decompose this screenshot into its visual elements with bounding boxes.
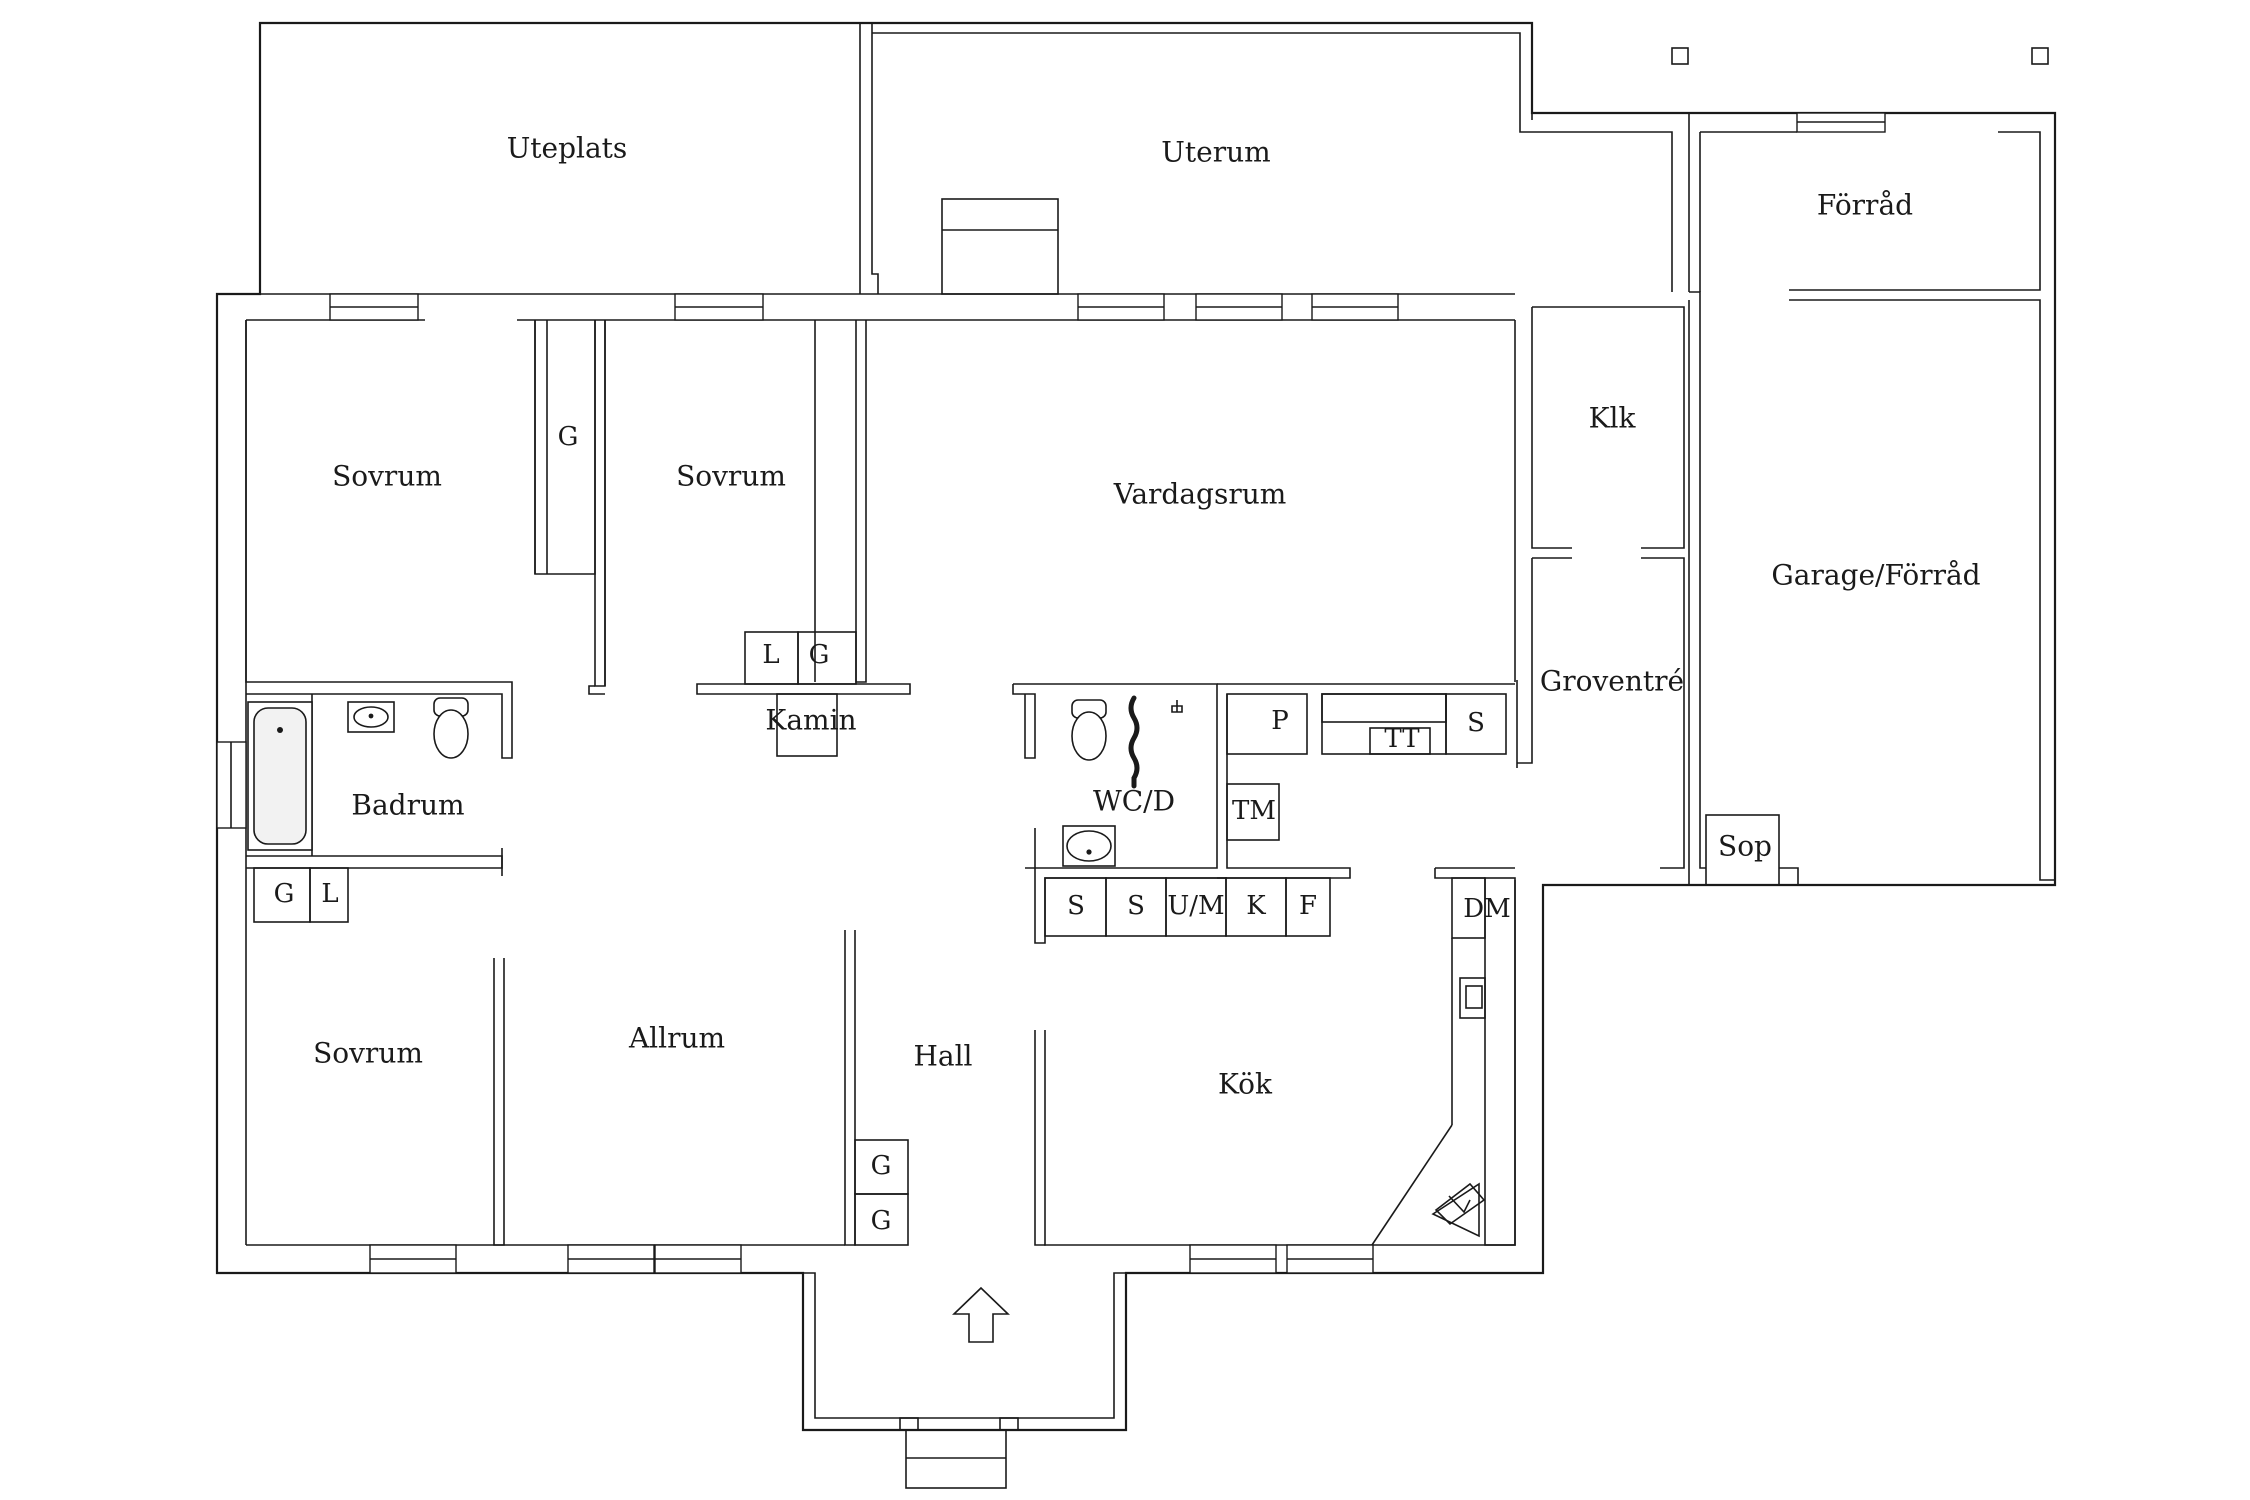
room-label-allrum: Allrum — [628, 1022, 725, 1055]
entrance-arrow-icon — [952, 1286, 1010, 1343]
fixture-label-tm: TM — [1232, 796, 1276, 826]
fixture-label-closet-l: L — [762, 640, 779, 670]
fixture-label-hall-g-2: G — [871, 1206, 892, 1236]
entrance-porch — [802, 1272, 1126, 1489]
fixture-label-closet-g-bottom: G — [274, 879, 295, 909]
room-label-sovrum-1: Sovrum — [332, 460, 442, 493]
fixture-label-kitchen-k: K — [1246, 891, 1266, 921]
room-label-klk: Klk — [1589, 402, 1637, 435]
room-label-uteplats: Uteplats — [507, 132, 628, 165]
stove-icon — [1465, 985, 1483, 1009]
room-label-kok: Kök — [1218, 1068, 1273, 1101]
room-label-uterum: Uterum — [1161, 136, 1270, 169]
fixture-label-kitchen-s-2: S — [1127, 891, 1145, 921]
fixture-labels: G L G G L G G P TT S TM S S U/M K F DM — [274, 422, 1511, 1236]
bathtub-icon — [253, 707, 307, 845]
garage-structure — [1516, 131, 2055, 886]
patio-structure — [859, 23, 1690, 295]
fixture-label-s: S — [1467, 708, 1485, 738]
room-label-kamin: Kamin — [765, 704, 856, 737]
interior-walls — [245, 320, 1516, 1246]
room-label-sovrum-2: Sovrum — [676, 460, 786, 493]
fixture-label-closet-l-bottom: L — [321, 879, 338, 909]
windows — [216, 47, 2049, 1274]
room-label-badrum: Badrum — [351, 789, 464, 822]
fixture-label-kitchen-dm: DM — [1463, 894, 1510, 924]
fireplace-icon — [1431, 1182, 1480, 1238]
fixture-label-p: P — [1271, 706, 1289, 736]
room-label-groventre: Groventré — [1540, 665, 1684, 698]
room-label-forrad: Förråd — [1817, 189, 1913, 222]
fixture-label-kitchen-um: U/M — [1167, 891, 1224, 921]
fixture-label-hall-g-1: G — [871, 1151, 892, 1181]
room-label-wc-d: WC/D — [1093, 785, 1175, 818]
room-labels: Uteplats Uterum Förråd Sovrum Sovrum Var… — [313, 132, 1981, 1101]
fixture-label-closet-g: G — [809, 640, 830, 670]
fixture-label-kitchen-s-1: S — [1067, 891, 1085, 921]
fixture-label-kitchen-f: F — [1299, 891, 1317, 921]
fixture-label-tt: TT — [1384, 724, 1420, 754]
shower-curtain-icon — [1128, 695, 1140, 789]
fixture-label-wardrobe-g: G — [558, 422, 579, 452]
room-label-sop: Sop — [1718, 830, 1772, 863]
room-label-hall: Hall — [913, 1040, 972, 1073]
room-label-vardagsrum: Vardagsrum — [1113, 478, 1287, 511]
bathroom-fixtures — [247, 695, 1486, 1238]
room-label-garage-forrad: Garage/Förråd — [1771, 559, 1980, 592]
room-label-sovrum-3: Sovrum — [313, 1037, 423, 1070]
